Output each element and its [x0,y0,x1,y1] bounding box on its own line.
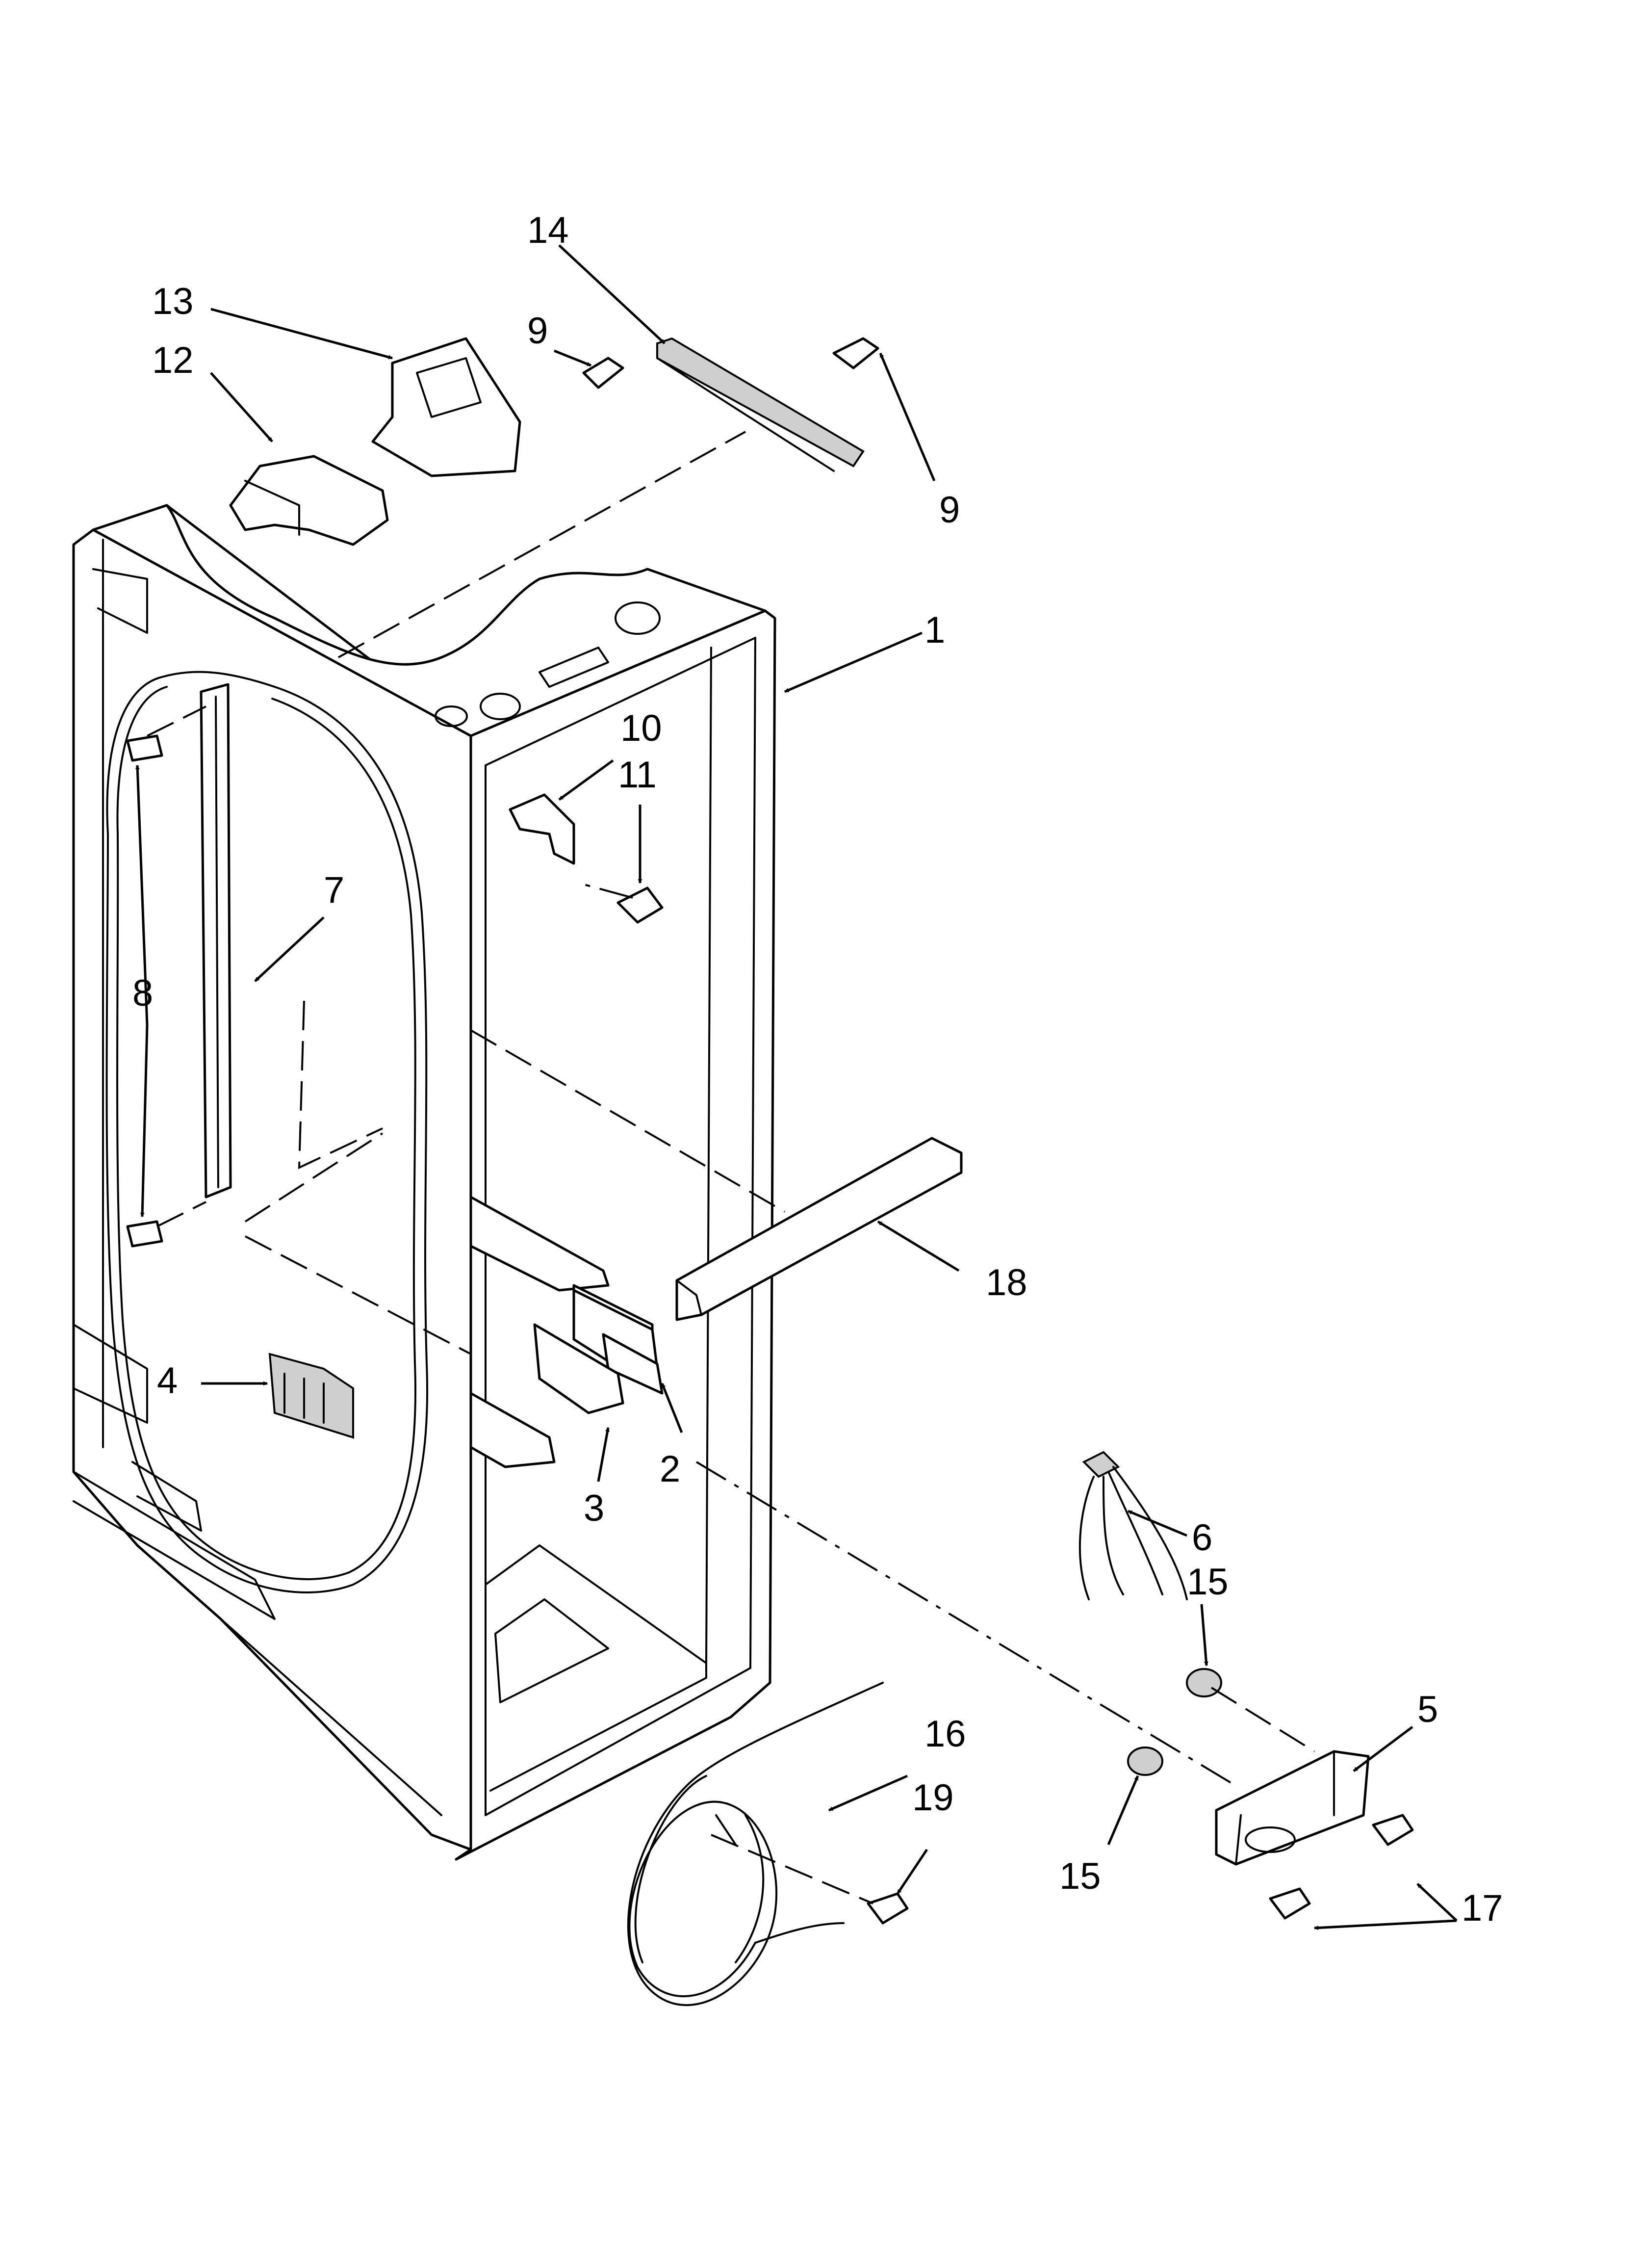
callout-14: 14 [527,209,569,251]
callout-15-lower: 15 [1059,1855,1101,1897]
part-4-vent [268,1353,354,1439]
part-6-wire-harness [1078,1451,1188,1600]
part-16-water-tube [627,1682,884,2007]
callout-7: 7 [324,869,344,911]
part-14-channel [656,337,865,472]
assembly-lines [147,431,1315,1904]
callout-8: 8 [132,972,153,1014]
callout-3: 3 [584,1487,604,1529]
cabinet-liner [72,504,776,1861]
callout-9-top: 9 [527,310,548,352]
part-8-screws [126,734,163,1248]
part-19-screw [867,1892,909,1925]
callout-10: 10 [620,707,662,749]
leader-lines [135,244,1458,1930]
callout-labels: 1 2 3 4 5 6 7 8 9 9 10 11 12 13 14 15 15… [132,209,1503,1929]
callout-12: 12 [152,339,194,381]
part-10-bracket [509,793,575,865]
callout-18: 18 [986,1262,1027,1303]
part-17-screws [1269,1814,1414,1920]
callout-11: 11 [618,754,657,796]
part-5-bracket [1215,1750,1370,1866]
callout-4: 4 [157,1360,178,1402]
callout-13: 13 [152,281,194,322]
callout-1: 1 [924,609,945,651]
part-7-shelf-rail [200,683,232,1199]
part-18-shelf-bar [675,1137,963,1321]
callout-17: 17 [1462,1887,1503,1929]
callout-2: 2 [660,1448,680,1490]
part-12-control-housing [229,455,389,546]
callout-6: 6 [1192,1517,1212,1559]
callout-5: 5 [1417,1689,1438,1730]
part-15-bushings [1127,1668,1222,1776]
callout-9-right: 9 [939,489,960,531]
callout-15-upper: 15 [1187,1561,1229,1603]
part-11-screw [616,886,664,924]
part-2-bracket [572,1289,664,1395]
part-9-screws [582,337,879,389]
part-3-bracket [533,1323,624,1414]
callout-16: 16 [924,1713,966,1755]
part-13-bracket [371,337,521,477]
callout-19: 19 [912,1777,954,1819]
